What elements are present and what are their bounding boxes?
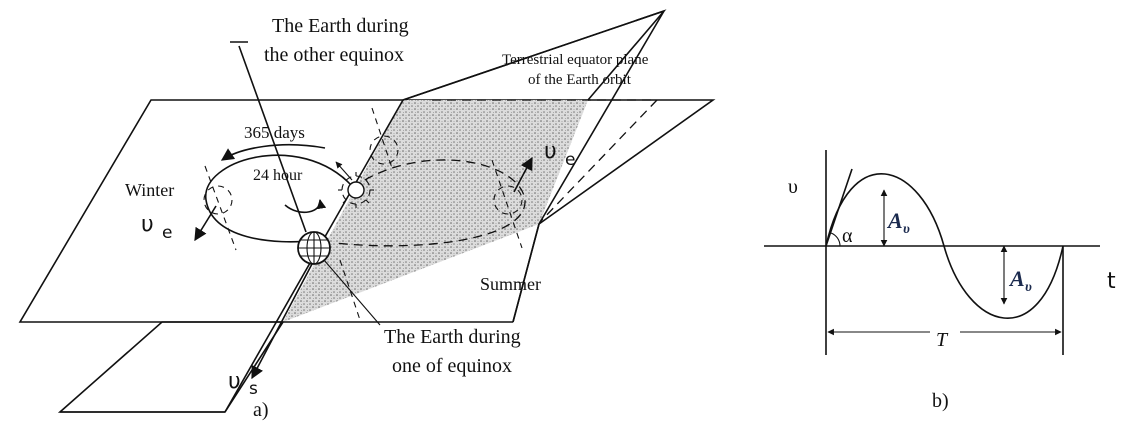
amplitude-top-subscript: υ xyxy=(903,222,910,237)
velocity-s-arrow xyxy=(251,263,313,380)
callout-equinox-line1: The Earth during xyxy=(384,326,521,348)
velocity-e-right-subscript: e xyxy=(565,150,575,170)
equatorial-orbit-dashed xyxy=(334,159,526,247)
callout-equinox-line2: one of equinox xyxy=(392,355,512,377)
diagram-a-label: a) xyxy=(253,399,269,421)
velocity-e-right-arrow xyxy=(513,156,533,193)
amplitude-bottom-subscript: υ xyxy=(1025,280,1032,295)
sun-arrow xyxy=(335,161,353,181)
earth-ring-winter xyxy=(203,185,233,215)
rotation-arrow xyxy=(284,199,327,214)
amplitude-top-label: A xyxy=(886,208,903,233)
orbit-ellipse xyxy=(205,154,353,243)
callout-other-equinox-line2: the other equinox xyxy=(264,44,404,66)
velocity-e-left-symbol: υ xyxy=(141,212,154,237)
equator-plane-middle xyxy=(283,100,588,322)
velocity-s-subscript: s xyxy=(249,379,258,399)
period-label: T xyxy=(936,329,949,351)
season-winter: Winter xyxy=(125,180,174,200)
orbit-arrow-365 xyxy=(220,143,326,161)
sine-curve xyxy=(825,173,1064,319)
axis-dash-1 xyxy=(204,165,237,251)
velocity-e-left-arrow xyxy=(194,205,217,242)
plane-dashed-right xyxy=(539,99,658,223)
callout-other-equinox-line1: The Earth during xyxy=(272,15,409,37)
axis-y-label: υ xyxy=(788,176,798,198)
axis-dash-3 xyxy=(491,159,523,249)
callout-line-equinox xyxy=(323,259,381,326)
rotation-label: 24 hour xyxy=(253,167,303,184)
ecliptic-plane xyxy=(18,99,403,323)
sun-icon xyxy=(338,172,374,208)
earth-globe-icon xyxy=(297,231,331,265)
amplitude-bottom-label: A xyxy=(1008,266,1025,291)
earth-ring-summer xyxy=(493,185,523,215)
velocity-e-left-subscript: e xyxy=(162,223,172,243)
angle-label: α xyxy=(842,225,853,247)
earth-ring-top xyxy=(369,135,399,165)
angle-arc xyxy=(830,232,841,247)
plane-label-line2: of the Earth orbit xyxy=(528,72,632,88)
velocity-s-symbol: υ xyxy=(228,369,241,394)
orbit-days-label: 365 days xyxy=(244,123,305,142)
diagram-b: υ t α A υ A υ T b) xyxy=(764,150,1116,412)
axis-x-label: t xyxy=(1107,269,1116,294)
equator-plane-edge-right xyxy=(538,10,665,225)
velocity-e-right-symbol: υ xyxy=(544,139,557,164)
tangent-line xyxy=(825,168,853,247)
diagram-b-label: b) xyxy=(932,390,949,412)
earth-axis xyxy=(238,45,307,233)
equator-plane-edge-top xyxy=(402,10,665,101)
plane-label-line1: Terrestrial equator plane xyxy=(502,52,649,68)
season-summer: Summer xyxy=(480,274,541,294)
diagram-a: The Earth during the other equinox Terre… xyxy=(18,9,716,421)
equator-plane-edge-right-lower xyxy=(512,223,540,323)
